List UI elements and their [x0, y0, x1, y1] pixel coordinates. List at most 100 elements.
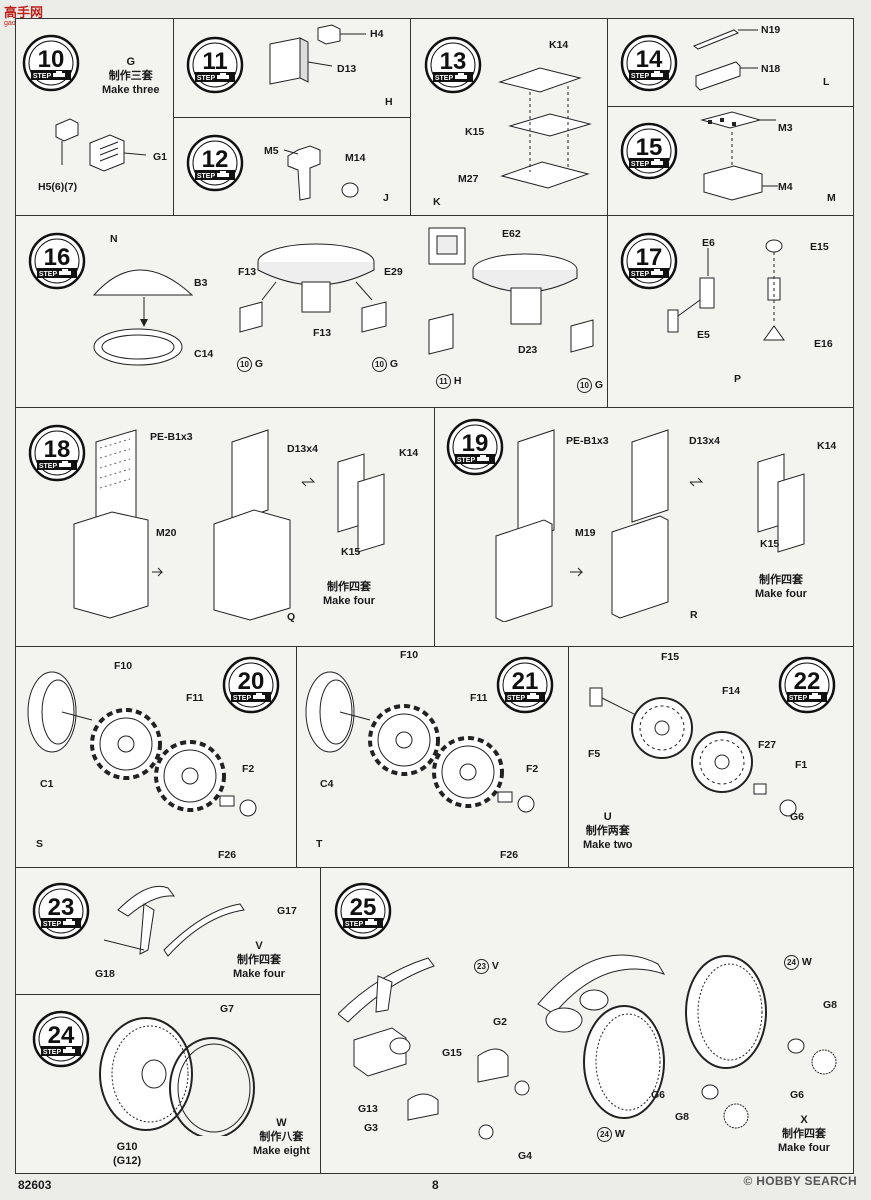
- part-label: K15: [341, 546, 361, 558]
- part-label: G15: [442, 1047, 462, 1059]
- part-label: G18: [95, 968, 115, 980]
- part-label: E5: [697, 329, 710, 341]
- step-25-drawing: [338, 954, 837, 1140]
- part-label: F2: [526, 763, 539, 775]
- part-label: C4: [320, 778, 334, 790]
- svg-text:STEP: STEP: [43, 1049, 62, 1056]
- svg-text:12: 12: [202, 146, 229, 173]
- step-24-part-caption: G10(G12): [113, 1141, 142, 1167]
- part-label: G6: [790, 1089, 805, 1101]
- step-12-drawing: [283, 145, 359, 201]
- step-23-drawing: [103, 885, 245, 957]
- part-label: K14: [817, 440, 837, 452]
- part-label: F13: [313, 327, 332, 339]
- part-label: D23: [518, 344, 538, 356]
- part-label: K14: [549, 39, 569, 51]
- svg-text:STEP: STEP: [631, 73, 650, 80]
- svg-text:STEP: STEP: [435, 75, 454, 82]
- kit-code: 82603: [18, 1178, 52, 1192]
- step-16-assembly-drawing: [428, 227, 594, 355]
- svg-text:23: 23: [48, 894, 75, 921]
- step-16-badge: 16 STEP: [28, 232, 86, 290]
- svg-text:STEP: STEP: [39, 271, 58, 278]
- step-14-badge: 14 STEP: [620, 34, 678, 92]
- subassembly-letter: H: [385, 96, 393, 108]
- step-14-drawing: [692, 29, 758, 91]
- step-18-drawing: [73, 429, 385, 621]
- svg-text:13: 13: [440, 48, 467, 75]
- part-label: E16: [814, 338, 833, 350]
- step-17-drawing: [667, 239, 785, 341]
- part-label: E29: [384, 266, 403, 278]
- part-label: G13: [358, 1103, 378, 1115]
- part-label: M5: [264, 145, 279, 157]
- part-label: G1: [153, 151, 168, 163]
- svg-text:STEP: STEP: [39, 463, 58, 470]
- part-label: G17: [277, 905, 297, 917]
- part-label: K15: [465, 126, 485, 138]
- svg-text:21: 21: [512, 668, 539, 695]
- step-12-badge: 12 STEP: [186, 134, 244, 192]
- part-label: F11: [470, 692, 488, 704]
- part-label: F14: [722, 685, 741, 697]
- part-label: M14: [345, 152, 366, 164]
- part-label: M4: [778, 181, 793, 193]
- svg-text:18: 18: [44, 436, 71, 463]
- part-label: M20: [156, 527, 177, 539]
- step-19-badge: 19 STEP: [446, 418, 504, 476]
- part-label: F2: [242, 763, 255, 775]
- part-label: H5(6)(7): [38, 181, 78, 193]
- step-25-badge: 25 STEP: [334, 882, 392, 940]
- step-15-badge: 15 STEP: [620, 122, 678, 180]
- part-label: M27: [458, 173, 479, 185]
- svg-text:STEP: STEP: [789, 695, 808, 702]
- svg-text:STEP: STEP: [507, 695, 526, 702]
- svg-text:STEP: STEP: [33, 73, 52, 80]
- part-label: D13x4: [287, 443, 318, 455]
- part-label: F10: [400, 649, 419, 661]
- ref-10g-c: 10 G: [577, 378, 603, 393]
- svg-text:22: 22: [794, 668, 821, 695]
- ref-23v: 23 V: [474, 959, 499, 974]
- svg-text:STEP: STEP: [345, 921, 364, 928]
- part-label: N19: [761, 24, 781, 36]
- part-label: G7: [220, 1003, 235, 1015]
- subassembly-letter: P: [734, 373, 742, 385]
- svg-text:STEP: STEP: [197, 173, 216, 180]
- part-label: B3: [194, 277, 208, 289]
- part-label: F27: [758, 739, 777, 751]
- svg-text:24: 24: [48, 1022, 75, 1049]
- svg-text:STEP: STEP: [43, 921, 62, 928]
- svg-text:10: 10: [38, 46, 65, 73]
- svg-text:STEP: STEP: [631, 271, 650, 278]
- part-label: F11: [186, 692, 204, 704]
- part-label: D13x4: [689, 435, 720, 447]
- ref-24w-a: 24 W: [784, 955, 812, 970]
- subassembly-letter: J: [383, 192, 389, 204]
- svg-text:11: 11: [202, 48, 227, 75]
- step-10-drawing: [55, 118, 147, 172]
- subassembly-letter: S: [36, 838, 44, 850]
- part-label: M19: [575, 527, 596, 539]
- subassembly-letter: N: [110, 233, 118, 245]
- svg-text:16: 16: [44, 244, 71, 271]
- part-label: G6: [790, 811, 805, 823]
- part-label: G8: [675, 1111, 690, 1123]
- step-16-base-drawing: [92, 269, 194, 366]
- part-label: C1: [40, 778, 54, 790]
- svg-text:14: 14: [636, 46, 663, 73]
- part-label: G6: [651, 1089, 666, 1101]
- svg-text:STEP: STEP: [233, 695, 252, 702]
- svg-text:15: 15: [636, 134, 663, 161]
- subassembly-letter: R: [690, 609, 698, 621]
- part-label: N18: [761, 63, 781, 75]
- part-label: F15: [661, 651, 680, 663]
- svg-text:STEP: STEP: [197, 75, 216, 82]
- svg-text:19: 19: [462, 430, 489, 457]
